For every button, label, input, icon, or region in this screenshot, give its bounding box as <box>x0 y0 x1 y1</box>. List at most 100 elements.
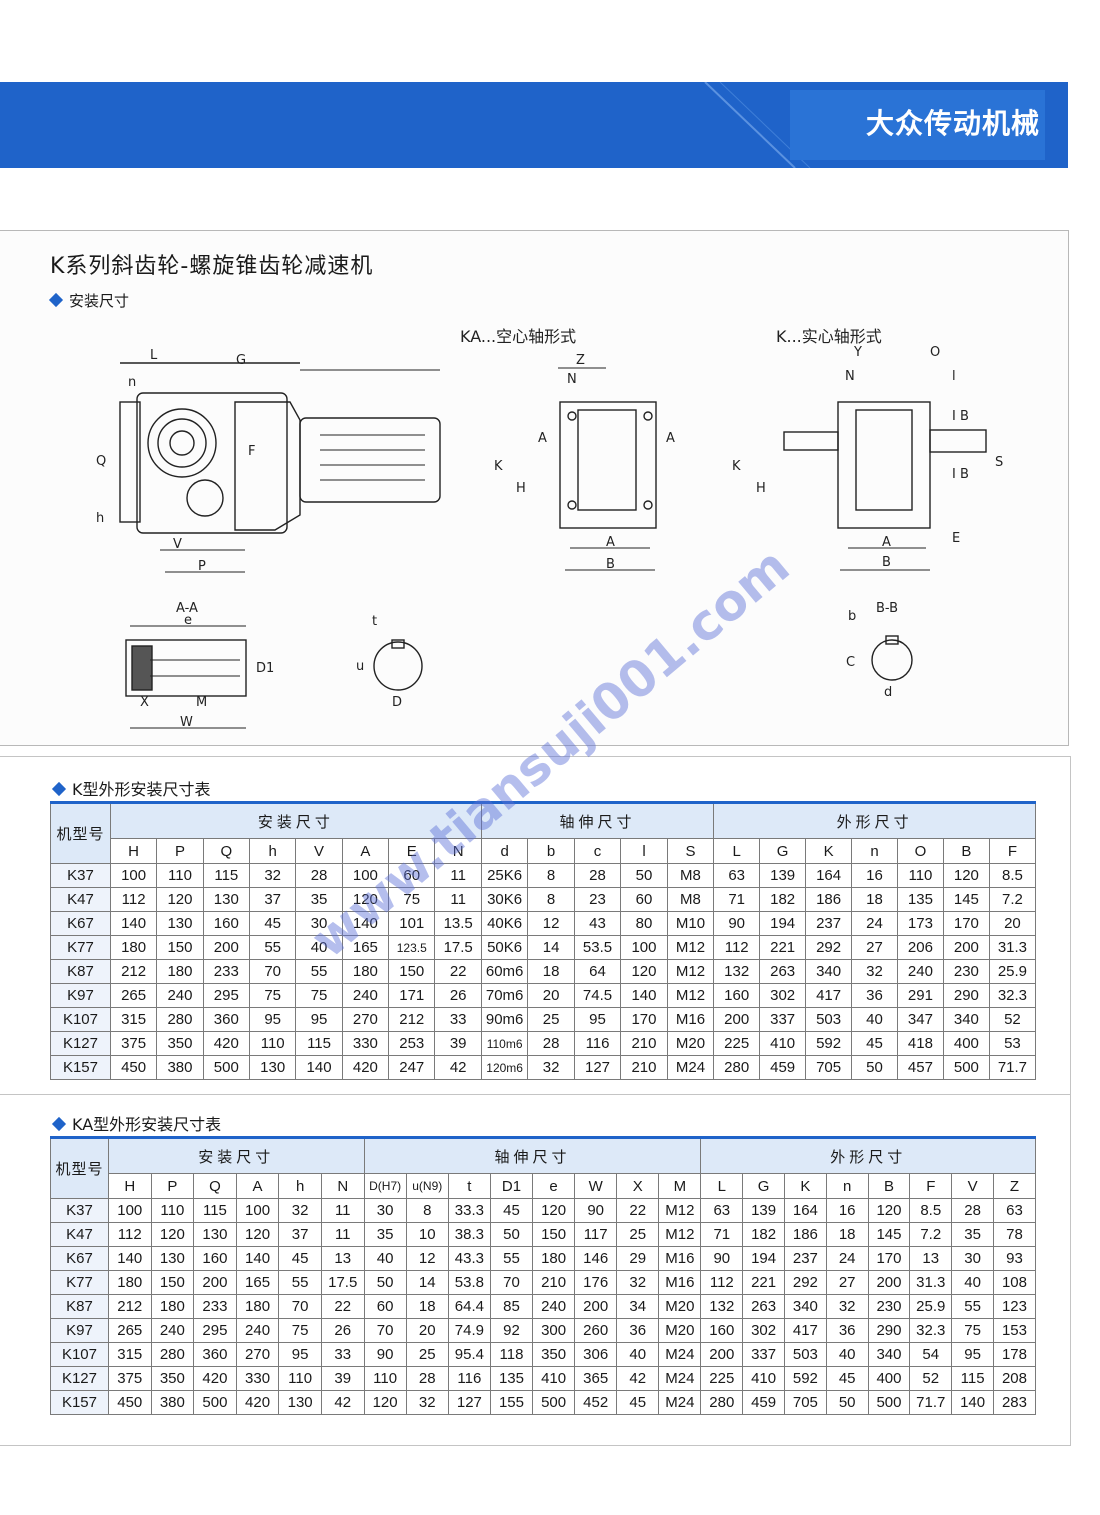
value-cell: 39 <box>434 1031 482 1056</box>
value-cell: 265 <box>109 983 158 1008</box>
value-cell: 400 <box>942 1031 990 1056</box>
model-cell: K87 <box>50 1294 109 1319</box>
column-header: h <box>278 1173 322 1199</box>
group-outline: 外形尺寸 <box>713 801 1036 839</box>
model-cell: K67 <box>50 911 111 936</box>
value-cell: 592 <box>784 1366 827 1391</box>
value-cell: 50 <box>363 1270 407 1295</box>
model-cell: K127 <box>50 1031 111 1056</box>
value-cell: 350 <box>150 1366 195 1391</box>
svg-text:Y: Y <box>853 345 862 360</box>
model-cell: K97 <box>50 983 111 1008</box>
value-cell: 200 <box>867 1270 911 1295</box>
side-view: L G n Q h F V P <box>96 348 441 574</box>
value-cell: 212 <box>107 1294 152 1319</box>
value-cell: 233 <box>193 1294 237 1319</box>
value-cell: 145 <box>867 1222 911 1247</box>
value-cell: 30 <box>951 1246 994 1271</box>
value-cell: 180 <box>109 935 158 960</box>
value-cell: 139 <box>759 863 807 888</box>
value-cell: 38.3 <box>447 1222 491 1247</box>
value-cell: 132 <box>700 1294 744 1319</box>
value-cell: 101 <box>388 911 436 936</box>
value-cell: 90 <box>700 1246 744 1271</box>
value-cell: 280 <box>713 1055 761 1080</box>
value-cell: 63 <box>700 1198 744 1223</box>
value-cell: 8 <box>527 887 575 912</box>
group-shaft: 轴伸尺寸 <box>363 1136 702 1174</box>
value-cell: 33.3 <box>447 1198 491 1223</box>
value-cell: 280 <box>156 1007 204 1032</box>
value-cell: 22 <box>616 1198 660 1223</box>
value-cell: 263 <box>759 959 807 984</box>
column-header: H <box>109 838 158 864</box>
value-cell: 32 <box>616 1270 660 1295</box>
column-header: t <box>447 1173 491 1199</box>
value-cell: 27 <box>851 935 898 960</box>
value-cell: 120 <box>156 887 204 912</box>
value-cell: 55 <box>295 959 343 984</box>
value-cell: 130 <box>156 911 204 936</box>
model-cell: K37 <box>50 863 111 888</box>
svg-text:u: u <box>356 659 364 674</box>
value-cell: 240 <box>341 983 390 1008</box>
value-cell: 150 <box>388 959 436 984</box>
model-cell: K77 <box>50 935 111 960</box>
svg-text:S: S <box>995 455 1003 470</box>
svg-text:H: H <box>516 481 526 496</box>
value-cell: 55 <box>248 935 297 960</box>
column-header: l <box>620 838 668 864</box>
value-cell: 182 <box>742 1222 785 1247</box>
value-cell: 186 <box>805 887 853 912</box>
value-cell: 11 <box>320 1222 365 1247</box>
value-cell: 85 <box>489 1294 534 1319</box>
value-cell: 64.4 <box>447 1294 491 1319</box>
value-cell: 8 <box>527 863 575 888</box>
value-cell: 150 <box>532 1222 576 1247</box>
svg-text:D: D <box>392 695 402 710</box>
section-bb-label: B-B <box>876 601 898 616</box>
column-header: E <box>388 838 436 864</box>
value-cell: 280 <box>700 1390 744 1415</box>
model-cell: K87 <box>50 959 111 984</box>
model-cell: K157 <box>50 1055 111 1080</box>
value-cell: 74.5 <box>573 983 622 1008</box>
value-cell: 115 <box>951 1366 994 1391</box>
value-cell: 32 <box>278 1198 322 1223</box>
value-cell: 592 <box>805 1031 853 1056</box>
value-cell: 503 <box>784 1342 827 1367</box>
column-header: O <box>896 838 944 864</box>
value-cell: 11 <box>434 863 482 888</box>
value-cell: 28 <box>405 1366 449 1391</box>
value-cell: 115 <box>295 1031 343 1056</box>
value-cell: 54 <box>909 1342 953 1367</box>
group-header-row: 机型号 安装尺寸 轴伸尺寸 外形尺寸 <box>50 1136 1036 1199</box>
model-cell: K67 <box>50 1246 109 1271</box>
value-cell: 70 <box>489 1270 534 1295</box>
value-cell: 35 <box>295 887 343 912</box>
value-cell: 145 <box>942 887 990 912</box>
value-cell: 53.8 <box>447 1270 491 1295</box>
value-cell: 200 <box>574 1294 618 1319</box>
value-cell: 503 <box>805 1007 853 1032</box>
model-cell: K127 <box>50 1366 109 1391</box>
model-header: 机型号 <box>50 801 111 864</box>
value-cell: 110 <box>248 1031 297 1056</box>
value-cell: 452 <box>574 1390 618 1415</box>
value-cell: 37 <box>278 1222 322 1247</box>
model-cell: K97 <box>50 1318 109 1343</box>
value-cell: 292 <box>784 1270 827 1295</box>
value-cell: 55 <box>489 1246 534 1271</box>
value-cell: 127 <box>447 1390 491 1415</box>
value-cell: 705 <box>805 1055 853 1080</box>
value-cell: 50K6 <box>480 935 529 960</box>
value-cell: M8 <box>666 887 715 912</box>
value-cell: 120 <box>363 1390 407 1415</box>
model-cell: K107 <box>50 1342 109 1367</box>
value-cell: 380 <box>156 1055 204 1080</box>
